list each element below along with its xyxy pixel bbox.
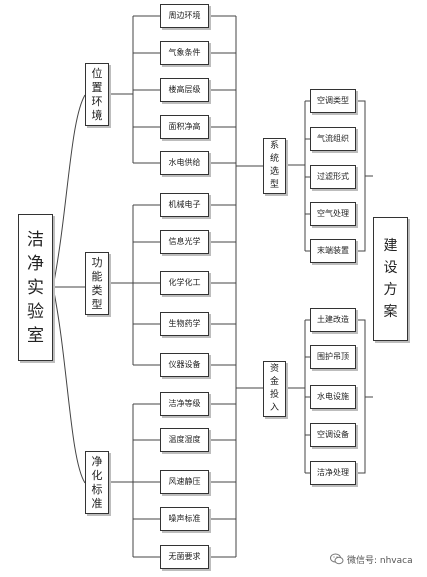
item-box: 面积净高 xyxy=(160,115,209,139)
category-char: 功 xyxy=(91,255,103,269)
root-box-cleanroom-lab: 洁 净 实 验 室 xyxy=(18,214,53,361)
middle-char: 系 xyxy=(269,141,279,151)
item-box: 空调类型 xyxy=(310,89,356,113)
item-box: 无菌要求 xyxy=(160,545,209,569)
category-char: 环 xyxy=(91,94,103,108)
item-box: 仪器设备 xyxy=(160,353,209,377)
item-box: 围护吊顶 xyxy=(310,345,356,369)
right-box-construction-plan: 建 设 方 案 xyxy=(373,217,408,341)
root-char: 室 xyxy=(27,325,44,346)
item-box: 风速静压 xyxy=(160,470,209,494)
item-box: 信息光学 xyxy=(160,230,209,254)
right-char: 方 xyxy=(383,282,398,298)
item-box: 洁净等级 xyxy=(160,392,209,416)
item-box: 温度湿度 xyxy=(160,428,209,452)
item-box: 末端装置 xyxy=(310,239,356,263)
middle-char: 投 xyxy=(269,390,279,400)
category-char: 准 xyxy=(91,496,103,510)
middle-char: 统 xyxy=(269,154,279,164)
right-char: 案 xyxy=(383,304,398,320)
category-char: 化 xyxy=(91,468,103,482)
item-box: 噪声标准 xyxy=(160,507,209,531)
category-char: 类 xyxy=(91,283,103,297)
root-char: 洁 xyxy=(27,229,44,250)
item-box: 周边环境 xyxy=(160,4,209,28)
item-box: 水电设施 xyxy=(310,385,356,409)
category-char: 置 xyxy=(91,80,103,94)
watermark: 微信号: nhvaca xyxy=(330,551,413,567)
category-box-function: 功 能 类 型 xyxy=(85,252,109,315)
right-char: 建 xyxy=(383,238,398,254)
root-char: 实 xyxy=(27,277,44,298)
item-box: 空气处理 xyxy=(310,202,356,226)
category-box-location: 位 置 环 境 xyxy=(85,63,109,126)
middle-char: 型 xyxy=(269,180,279,190)
category-char: 能 xyxy=(91,269,103,283)
middle-char: 入 xyxy=(269,403,279,413)
root-char: 净 xyxy=(27,253,44,274)
item-box: 楼高层级 xyxy=(160,78,209,102)
item-box: 生物药学 xyxy=(160,312,209,336)
item-box: 土建改造 xyxy=(310,308,356,332)
category-char: 位 xyxy=(91,66,103,80)
item-box: 气象条件 xyxy=(160,41,209,65)
middle-char: 资 xyxy=(269,364,279,374)
right-char: 设 xyxy=(383,260,398,276)
middle-box-system-selection: 系 统 选 型 xyxy=(263,138,286,194)
root-char: 验 xyxy=(27,301,44,322)
wechat-icon xyxy=(330,553,344,565)
middle-char: 选 xyxy=(269,167,279,177)
item-box: 水电供给 xyxy=(160,151,209,175)
watermark-text: 微信号: nhvaca xyxy=(347,555,413,566)
category-char: 境 xyxy=(91,108,103,122)
item-box: 过滤形式 xyxy=(310,165,356,189)
middle-box-investment: 资 金 投 入 xyxy=(263,361,286,417)
item-box: 化学化工 xyxy=(160,271,209,295)
item-box: 机械电子 xyxy=(160,193,209,217)
category-char: 净 xyxy=(91,454,103,468)
category-char: 型 xyxy=(91,297,103,311)
middle-char: 金 xyxy=(269,377,279,387)
category-box-standard: 净 化 标 准 xyxy=(85,451,109,514)
item-box: 空调设备 xyxy=(310,423,356,447)
item-box: 洁净处理 xyxy=(310,461,356,485)
category-char: 标 xyxy=(91,482,103,496)
item-box: 气流组织 xyxy=(310,127,356,151)
